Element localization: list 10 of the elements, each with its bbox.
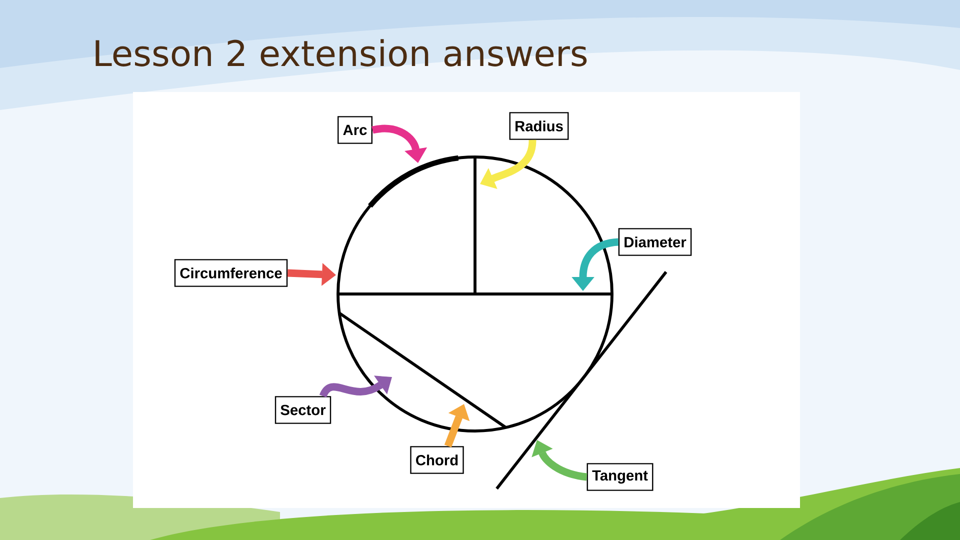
label-box: Chord — [410, 446, 464, 474]
curved-arrow — [532, 440, 588, 481]
label-box: Radius — [509, 112, 569, 140]
curved-arrow — [320, 376, 392, 398]
label-box: Sector — [274, 396, 332, 424]
label-box: Arc — [338, 116, 372, 144]
label-box: Diameter — [618, 228, 692, 256]
label-box: Tangent — [586, 463, 654, 491]
label-box: Circumference — [174, 259, 288, 287]
title: Lesson 2 extension answers — [96, 39, 587, 66]
